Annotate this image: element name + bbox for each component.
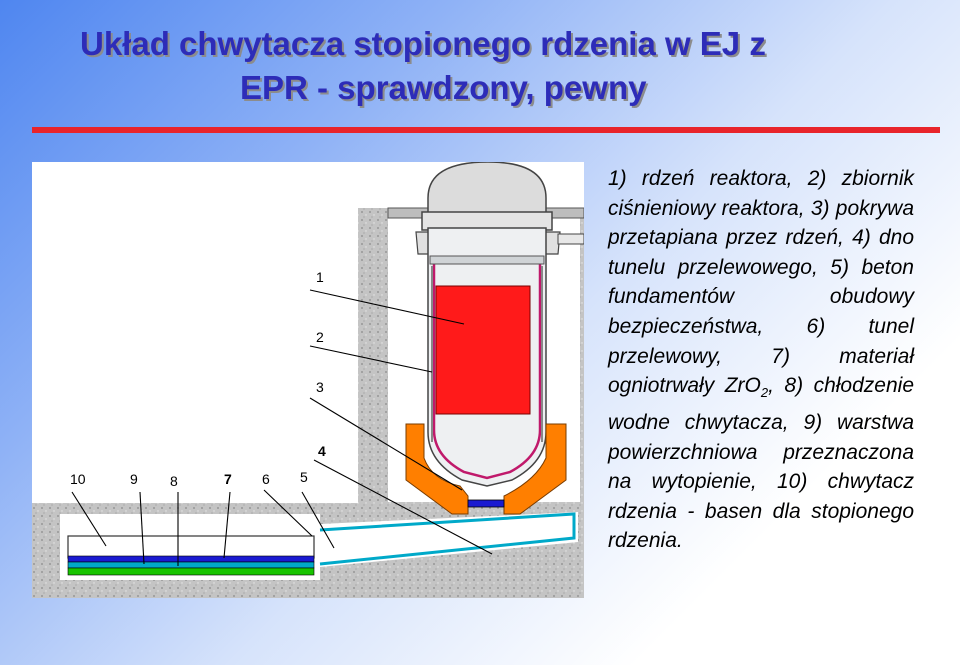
melt-plug-left xyxy=(405,423,469,515)
label-7: 7 xyxy=(224,471,232,487)
refractory-layer xyxy=(67,567,315,576)
label-1: 1 xyxy=(316,269,324,285)
leader-1 xyxy=(309,289,465,325)
legend-text-1: 1) rdzeń reaktora, 2) zbiornik ciśnienio… xyxy=(608,167,914,398)
title-divider xyxy=(32,127,940,133)
label-3: 3 xyxy=(316,379,324,395)
core-barrel xyxy=(429,255,545,265)
leader-4 xyxy=(313,459,493,555)
leader-6 xyxy=(263,489,313,537)
sacrificial-layer xyxy=(67,555,315,563)
label-10: 10 xyxy=(70,471,86,487)
title-line-2: EPR - sprawdzony, pewny xyxy=(240,69,647,106)
outlet-pipe xyxy=(557,233,584,245)
leader-7 xyxy=(223,491,231,559)
transfer-channel xyxy=(319,512,576,566)
label-8: 8 xyxy=(170,473,178,489)
leader-10 xyxy=(71,491,107,547)
catcher-basin xyxy=(67,535,315,559)
title-line-1: Układ chwytacza stopionego rdzenia w EJ … xyxy=(80,25,766,62)
legend-description: 1) rdzeń reaktora, 2) zbiornik ciśnienio… xyxy=(608,164,914,556)
vessel-inner-wall xyxy=(432,260,542,480)
reactor-core xyxy=(435,285,531,415)
leader-2 xyxy=(309,345,433,373)
cooling-water-layer xyxy=(67,561,315,569)
leader-9 xyxy=(139,491,145,565)
leader-5 xyxy=(301,491,335,549)
slide-title: Układ chwytacza stopionego rdzenia w EJ … xyxy=(80,22,920,110)
core-catcher-diagram: 1 2 3 4 5 6 7 8 9 10 xyxy=(32,162,584,598)
vessel-head xyxy=(427,162,547,215)
legend-subscript: 2 xyxy=(760,385,769,401)
label-6: 6 xyxy=(262,471,270,487)
label-4: 4 xyxy=(318,443,326,459)
label-5: 5 xyxy=(300,469,308,485)
label-2: 2 xyxy=(316,329,324,345)
legend-text-2: , 8) chłodzenie wodne chwytacza, 9) wars… xyxy=(608,374,914,553)
melt-plug-right xyxy=(503,423,567,515)
label-9: 9 xyxy=(130,471,138,487)
melt-gate xyxy=(467,499,505,508)
leader-3 xyxy=(309,397,463,491)
